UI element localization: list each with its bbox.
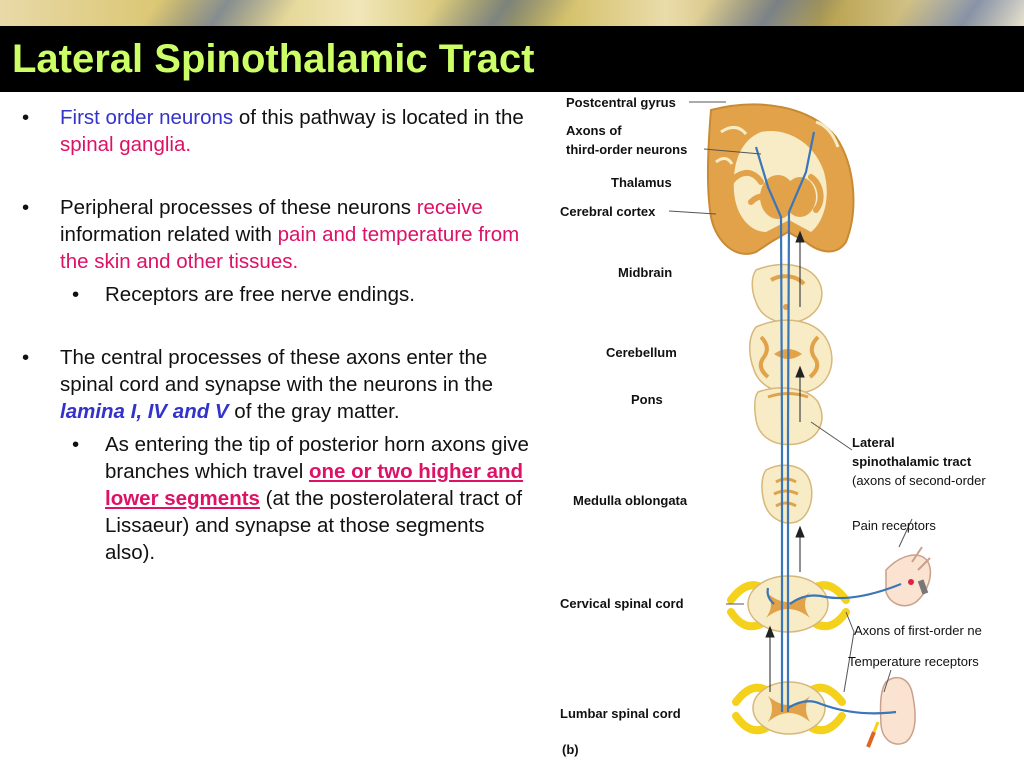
bullet-central-processes: The central processes of these axons ent… (22, 344, 540, 425)
hand-skin (885, 546, 932, 607)
ascending-arrows (765, 230, 805, 692)
midbrain-section (751, 263, 823, 324)
segments-link[interactable]: one or two higher and lower segments (105, 460, 524, 510)
label-axons-first: Axons of first-order ne (854, 623, 982, 638)
label-axons-third-1: Axons of (566, 123, 622, 138)
label-postcentral-gyrus: Postcentral gyrus (566, 95, 676, 110)
decorative-top-strip (0, 0, 1024, 26)
foot-skin (866, 676, 916, 748)
subbullet-posterior-horn-branches: As entering the tip of posterior horn ax… (22, 431, 540, 566)
pathway-illustration: Postcentral gyrus Axons of third-order n… (560, 95, 986, 757)
slide-content: First order neurons of this pathway is l… (22, 104, 540, 566)
bullet-peripheral-processes: Peripheral processes of these neurons re… (22, 194, 540, 275)
label-thalamus: Thalamus (611, 175, 672, 190)
diagram-labels: Postcentral gyrus Axons of third-order n… (560, 95, 986, 757)
cerebellum-pons-section (749, 319, 833, 446)
medulla-section (761, 464, 813, 524)
label-cerebral-cortex: Cerebral cortex (560, 204, 656, 219)
leader-lines (668, 101, 913, 693)
slide-title: Lateral Spinothalamic Tract (12, 37, 535, 81)
bullet-first-order-neurons: First order neurons of this pathway is l… (22, 104, 540, 158)
label-medulla: Medulla oblongata (573, 493, 688, 508)
title-bar (0, 26, 1024, 92)
label-panel-b: (b) (562, 742, 579, 757)
subbullet-receptors: Receptors are free nerve endings. (22, 281, 540, 308)
label-axons-third-2: third-order neurons (566, 142, 687, 157)
label-cerebellum: Cerebellum (606, 345, 677, 360)
label-lateral-1: Lateral (852, 435, 895, 450)
label-lateral-3: (axons of second-order (852, 473, 986, 488)
label-pons: Pons (631, 392, 663, 407)
label-lumbar: Lumbar spinal cord (560, 706, 681, 721)
label-lateral-2: spinothalamic tract (852, 454, 972, 469)
tract-lines (754, 131, 902, 715)
spinothalamic-diagram: Postcentral gyrus Axons of third-order n… (556, 92, 1024, 768)
label-pain-receptors: Pain receptors (852, 518, 936, 533)
label-cervical: Cervical spinal cord (560, 596, 684, 611)
label-midbrain: Midbrain (618, 265, 672, 280)
label-temperature-receptors: Temperature receptors (848, 654, 979, 669)
